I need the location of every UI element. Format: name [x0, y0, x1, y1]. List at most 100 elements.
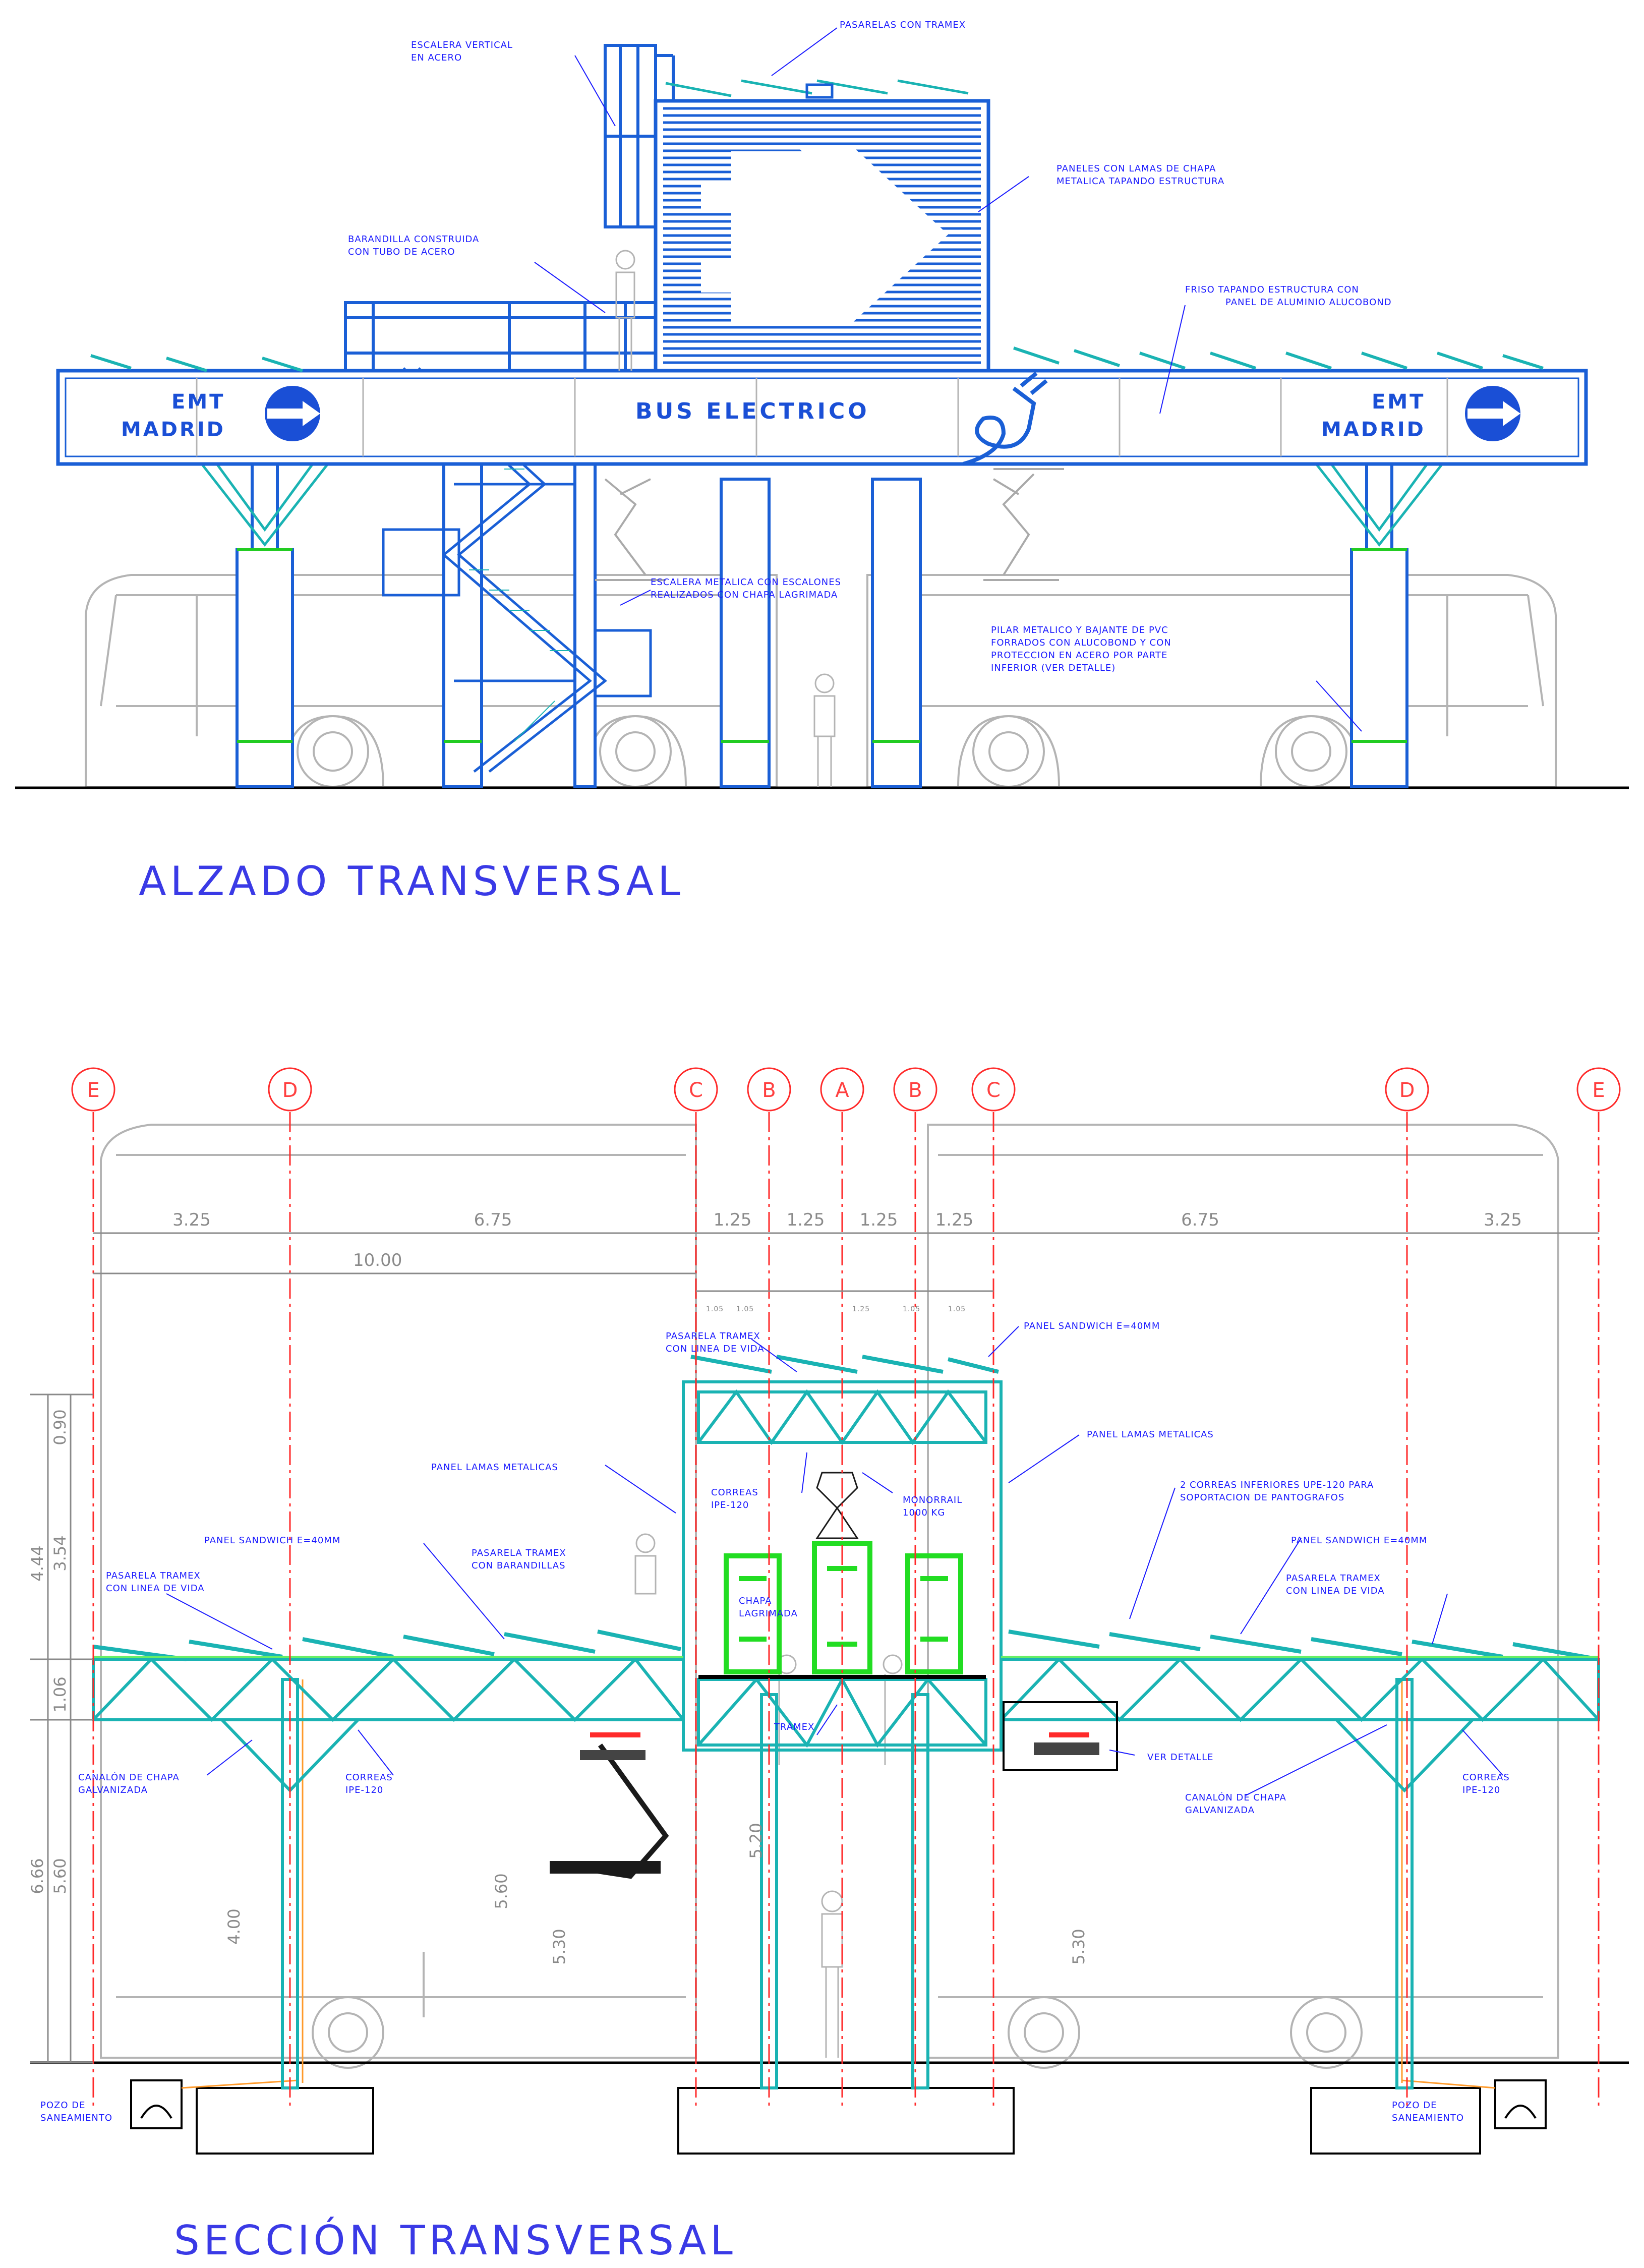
note-pillar-line3: PROTECCION EN ACERO POR PARTE: [991, 650, 1167, 661]
elevation-brand-left-line1: EMT: [171, 390, 225, 414]
note-stair-line2: REALIZADOS CON CHAPA LAGRIMADA: [651, 590, 838, 600]
grid-axis-bubble: [747, 1067, 791, 1112]
note-straps-2: SOPORTACION DE PANTOGRAFOS: [1180, 1492, 1344, 1503]
grid-axis-bubble: [820, 1067, 864, 1112]
note-pillar-line4: INFERIOR (VER DETALLE): [991, 663, 1115, 673]
elevation-brand-left-line2: MADRID: [121, 418, 225, 441]
note-railing-line2: CON TUBO DE ACERO: [348, 247, 455, 257]
elevation-human-figures: [615, 250, 836, 787]
dim-left-value: 1.06: [50, 1676, 70, 1712]
note-correas-2: IPE-120: [711, 1500, 749, 1510]
note-correas-right-2: IPE-120: [1462, 1785, 1500, 1795]
dim-small-value: 1.05: [903, 1305, 920, 1313]
note-frieze-line1: FRISO TAPANDO ESTRUCTURA CON: [1185, 284, 1359, 295]
note-sandwich-left: PANEL SANDWICH E=40MM: [204, 1535, 340, 1546]
emt-logo-right-icon: [1465, 386, 1520, 441]
dim-overall: 10.00: [353, 1250, 402, 1270]
note-sandwich: PANEL SANDWICH E=40MM: [1024, 1321, 1160, 1331]
note-pillar-line2: FORRADOS CON ALUCOBOND Y CON: [991, 637, 1171, 648]
note-tramex-line-2: CON LINEA DE VIDA: [666, 1344, 765, 1354]
note-tramex-left-2: CON LINEA DE VIDA: [106, 1583, 205, 1594]
dim-small-value: 1.25: [852, 1305, 870, 1313]
grid-axis-label: C: [689, 1079, 703, 1102]
dim-small-value: 1.05: [706, 1305, 724, 1313]
dim-top-value: 3.25: [172, 1210, 211, 1230]
note-pozo-left-1: POZO DE: [40, 2100, 85, 2111]
grid-axis-label: D: [282, 1079, 298, 1102]
dim-inner-value: 5.60: [492, 1873, 511, 1909]
note-correas-1: CORREAS: [711, 1487, 758, 1498]
note-canalon-right-1: CANALÓN DE CHAPA: [1185, 1792, 1286, 1803]
note-lamas-left: PANEL LAMAS METALICAS: [431, 1462, 558, 1473]
grid-axis-bubble: [268, 1067, 312, 1112]
note-tramex-rail-1: PASARELA TRAMEX: [472, 1548, 566, 1558]
dim-inner-value: 5.20: [746, 1823, 766, 1858]
note-monorail-1: MONORRAIL: [903, 1495, 962, 1505]
dim-inner-value: 5.30: [1069, 1929, 1088, 1964]
grid-axis-bubble: [971, 1067, 1016, 1112]
note-tramex: TRAMEX: [774, 1722, 814, 1732]
grid-axis-bubble: [71, 1067, 115, 1112]
note-chapa-1: CHAPA: [739, 1596, 772, 1606]
emt-logo-left-icon: [265, 386, 320, 441]
elevation-solar-panels: [90, 346, 1544, 372]
dim-top-value: 3.25: [1484, 1210, 1522, 1230]
dim-inner-value: 5.30: [550, 1929, 569, 1964]
note-tramex-left-1: PASARELA TRAMEX: [106, 1571, 201, 1581]
note-sandwich-right: PANEL SANDWICH E=40MM: [1291, 1535, 1427, 1546]
pantograph-left: [550, 1732, 669, 1879]
note-tramex-right-1: PASARELA TRAMEX: [1286, 1573, 1381, 1584]
dim-left-value: 3.54: [50, 1535, 70, 1571]
note-tramex-right-2: CON LINEA DE VIDA: [1286, 1586, 1385, 1596]
elevation-bus-left: [85, 574, 778, 788]
note-frieze-line2: PANEL DE ALUMINIO ALUCOBOND: [1225, 297, 1392, 308]
dim-left-value: 6.66: [28, 1858, 47, 1894]
section-truss-left: [92, 1657, 685, 1793]
note-lamas-right: PANEL LAMAS METALICAS: [1087, 1429, 1214, 1440]
note-chapa-2: LAGRIMADA: [739, 1608, 798, 1619]
note-walkways: PASARELAS CON TRAMEX: [840, 20, 966, 30]
dim-left-value: 5.60: [50, 1858, 70, 1894]
note-pozo-left-2: SANEAMIENTO: [40, 2113, 112, 2123]
dim-top-value: 6.75: [1181, 1210, 1219, 1230]
grid-axis-label: E: [87, 1079, 99, 1102]
note-pillar-line1: PILAR METALICO Y BAJANTE DE PVC: [991, 625, 1168, 635]
grid-axis-label: E: [1592, 1079, 1605, 1102]
charger-cabinets: [724, 1541, 963, 1674]
elevation-title: ALZADO TRANSVERSAL: [139, 858, 684, 905]
elevation-annotation-leaders: [534, 27, 1362, 732]
note-canalon-left-2: GALVANIZADA: [78, 1785, 148, 1795]
note-correas-right-1: CORREAS: [1462, 1772, 1510, 1783]
section-dimension-lines: [30, 1232, 1599, 2064]
elevation-columns: [236, 462, 1408, 788]
dim-small-value: 1.05: [948, 1305, 966, 1313]
elevation-sign-text: BUS ELECTRICO: [635, 398, 870, 424]
grid-axis-label: B: [762, 1079, 776, 1102]
elevation-column-bands: [237, 548, 1407, 743]
grid-axis-bubble: [674, 1067, 718, 1112]
elevation-top-walkways: [665, 79, 969, 99]
grid-axis-label: D: [1399, 1079, 1415, 1102]
dim-inner-value: 4.00: [224, 1908, 244, 1944]
grid-axis-label: B: [908, 1079, 922, 1102]
elevation-brand-right-line1: EMT: [1372, 390, 1425, 414]
elevation-bus-right: [866, 574, 1557, 788]
dim-left-value: 0.90: [50, 1409, 70, 1445]
dim-top-value: 1.25: [860, 1210, 898, 1230]
section-solar-panels: [93, 1355, 1599, 1661]
dim-left-value: 4.44: [28, 1545, 47, 1581]
note-monorail-2: 1000 KG: [903, 1507, 945, 1518]
plug-icon: [962, 371, 1048, 466]
note-tramex-line-1: PASARELA TRAMEX: [666, 1331, 760, 1342]
dim-top-value: 1.25: [787, 1210, 825, 1230]
section-left-dimension-values: 0.90 3.544.44 1.06 5.606.66: [28, 1409, 70, 1894]
section-bus-left: [100, 1124, 697, 2069]
note-correas-left-2: IPE-120: [345, 1785, 383, 1795]
note-tramex-rail-2: CON BARANDILLAS: [472, 1560, 566, 1571]
dim-top-value: 1.25: [714, 1210, 752, 1230]
section-foundations: [130, 2079, 1547, 2155]
